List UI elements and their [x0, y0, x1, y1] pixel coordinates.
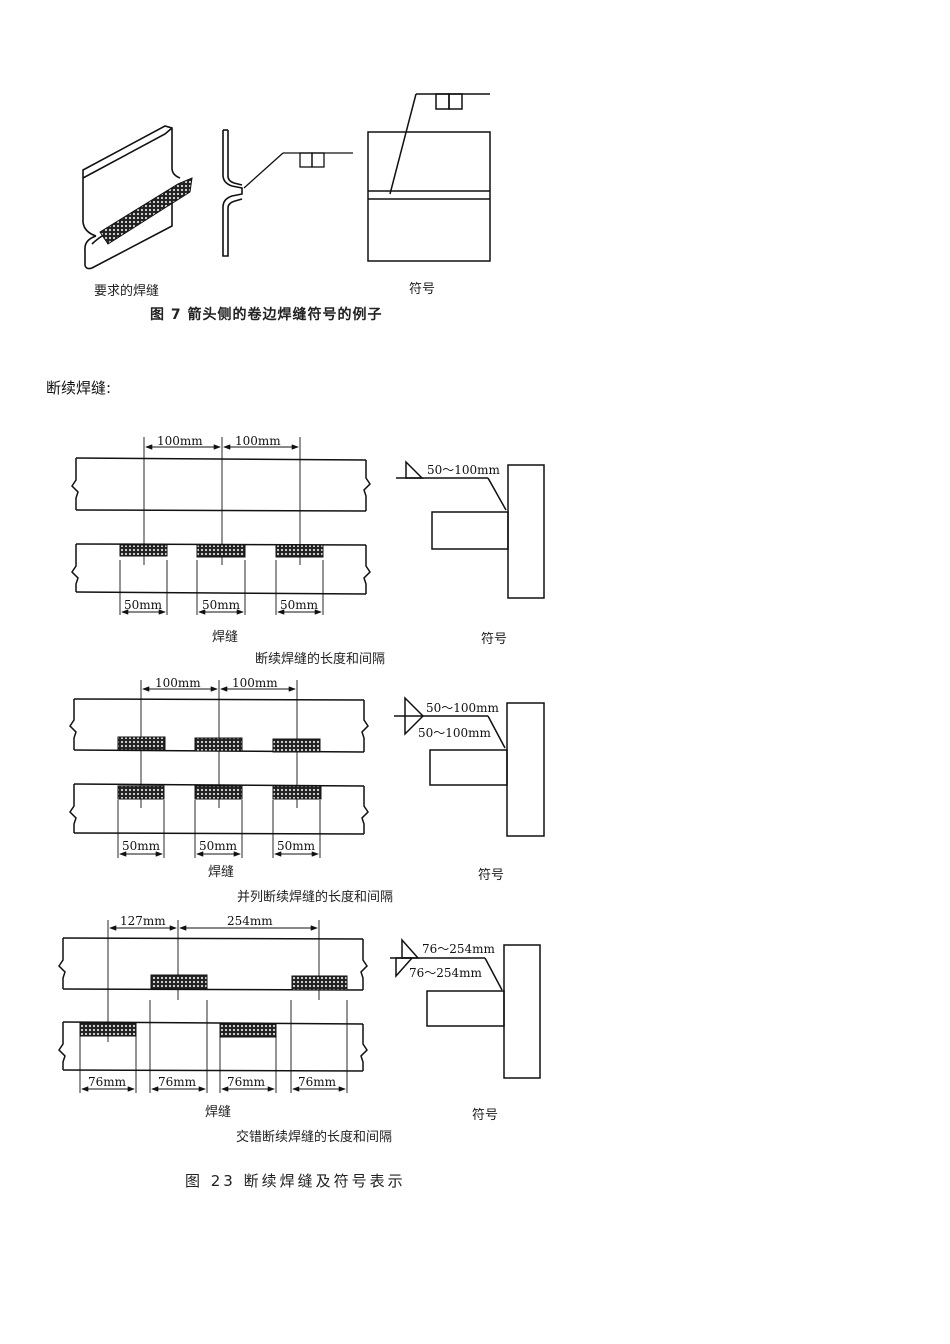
- weld-segment: [117, 785, 165, 800]
- weld-segment: [117, 736, 166, 751]
- symbol-label: 符号: [472, 1108, 499, 1123]
- weld-segment: [119, 544, 168, 557]
- panel-caption: 交错断续焊缝的长度和间隔: [236, 1130, 393, 1145]
- weld-label: 焊缝: [212, 630, 239, 645]
- weld-segment: [219, 1023, 277, 1038]
- weld-symbol-text-bottom: 76～254mm: [409, 966, 483, 980]
- weld-segment: [194, 737, 243, 752]
- length-label: 76mm: [298, 1075, 337, 1089]
- weld-label: 焊缝: [208, 865, 235, 880]
- chain-intermittent-weld-drawing: 100mm 100mm 50mm 50mm 50mm 50～100mm 50～1…: [69, 676, 545, 858]
- figure-7-caption: 图 7 箭头侧的卷边焊缝符号的例子: [150, 307, 383, 323]
- required-weld-label: 要求的焊缝: [94, 284, 160, 299]
- pitch-label: 127mm: [120, 914, 166, 928]
- weld-segment: [291, 975, 348, 991]
- length-label: 76mm: [158, 1075, 197, 1089]
- weld-symbol-text: 50～100mm: [427, 463, 501, 477]
- weld-segment: [150, 974, 208, 990]
- length-label: 76mm: [88, 1075, 127, 1089]
- weld-symbol-text-top: 50～100mm: [426, 701, 500, 715]
- pitch-label: 100mm: [155, 676, 201, 690]
- length-label: 76mm: [227, 1075, 266, 1089]
- pitch-label: 254mm: [227, 914, 273, 928]
- weld-label: 焊缝: [205, 1105, 232, 1120]
- weld-symbol-text-bottom: 50～100mm: [418, 726, 492, 740]
- symbol-label: 符号: [409, 282, 436, 297]
- intermittent-weld-drawing: 100mm 100mm 50mm 50mm 50mm 50～100mm: [71, 434, 545, 615]
- symbol-label: 符号: [481, 632, 508, 647]
- symbol-label: 符号: [478, 868, 505, 883]
- required-weld-drawing: [82, 93, 491, 270]
- pitch-label: 100mm: [232, 676, 278, 690]
- weld-symbol-text-top: 76～254mm: [422, 942, 496, 956]
- weld-segment: [272, 785, 322, 800]
- weld-segment: [194, 785, 243, 800]
- length-label: 50mm: [277, 839, 316, 853]
- pitch-label: 100mm: [235, 434, 281, 448]
- flange-weld-bead: [99, 177, 193, 245]
- panel-caption: 断续焊缝的长度和间隔: [255, 652, 386, 667]
- length-label: 50mm: [124, 598, 163, 612]
- weld-segment: [275, 544, 324, 558]
- length-label: 50mm: [199, 839, 238, 853]
- figure-23-caption: 图 23 断续焊缝及符号表示: [185, 1172, 406, 1190]
- staggered-intermittent-weld-drawing: 127mm 254mm 76mm 76mm 76mm 76mm 76～254mm…: [58, 914, 541, 1093]
- panel-caption: 并列断续焊缝的长度和间隔: [237, 890, 394, 905]
- length-label: 50mm: [280, 598, 319, 612]
- weld-segment: [79, 1022, 137, 1037]
- length-label: 50mm: [202, 598, 241, 612]
- length-label: 50mm: [122, 839, 161, 853]
- weld-segment: [272, 738, 321, 753]
- section-heading-intermittent-weld: 断续焊缝:: [46, 379, 112, 397]
- weld-segment: [196, 544, 246, 558]
- pitch-label: 100mm: [157, 434, 203, 448]
